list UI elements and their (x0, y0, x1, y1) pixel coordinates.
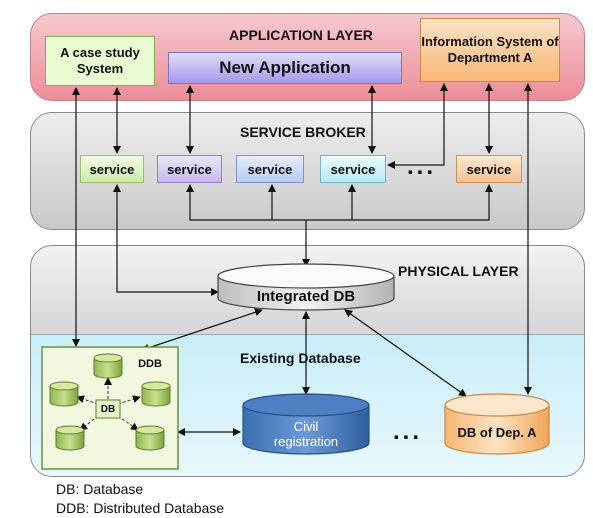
civil-label-line2: registration (273, 433, 339, 449)
service-box[interactable]: service (456, 155, 522, 183)
ddb-node-cylinders (49, 353, 171, 451)
connector-integrated-ddb (141, 308, 263, 352)
ddb-node (141, 381, 171, 407)
ddb-center-label: DB (100, 403, 116, 415)
more-databases-ellipsis: ... (393, 418, 423, 445)
service-box[interactable]: service (236, 155, 304, 183)
civil-registration-cylinder (242, 393, 370, 455)
ddb-node (49, 381, 79, 407)
depa-db-label: DB of Dep. A (457, 424, 537, 440)
legend-db: DB: Database (56, 481, 144, 497)
existing-database-title: Existing Database (240, 350, 361, 366)
ddb-center-db (95, 399, 121, 419)
integrated-db-label: Integrated DB (256, 287, 356, 305)
ddb-node (55, 425, 85, 451)
information-system-box[interactable]: Information System of Department A (420, 18, 560, 82)
integrated-db-cylinder (217, 263, 395, 311)
case-study-system-box[interactable]: A case study System (45, 36, 155, 86)
new-application-box[interactable]: New Application (168, 52, 402, 84)
connector-integrated-depa (344, 309, 467, 397)
legend-ddb: DDB: Distributed Database (56, 500, 225, 516)
ddb-node (135, 425, 165, 451)
civil-label-line1: Civil (293, 418, 319, 434)
ddb-node (93, 353, 123, 379)
depa-db-cylinder (444, 393, 550, 455)
service-box[interactable]: service (157, 155, 222, 183)
connector-infosys-service4 (387, 83, 448, 169)
service-box[interactable]: service (80, 155, 144, 183)
ddb-label: DDB (138, 358, 162, 370)
application-layer-title: APPLICATION LAYER (229, 27, 373, 43)
connector-services-bus (186, 184, 493, 221)
service-box[interactable]: service (320, 155, 386, 183)
connector-service1-integrated-db (113, 184, 219, 296)
physical-layer-title: PHYSICAL LAYER (398, 263, 519, 279)
service-broker-title: SERVICE BROKER (240, 124, 366, 140)
